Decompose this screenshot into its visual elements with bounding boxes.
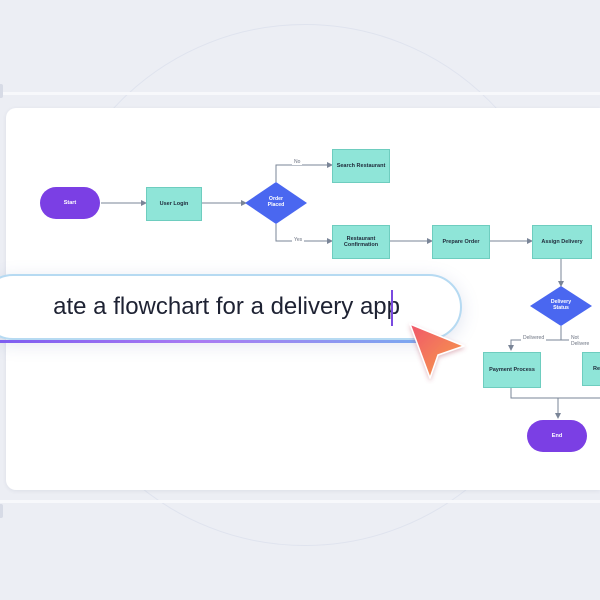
prompt-gradient-underline xyxy=(0,340,422,343)
edge-order-yes xyxy=(275,224,333,244)
prepare-order-node[interactable]: Prepare Order xyxy=(432,225,490,259)
edge-order-no xyxy=(275,162,333,182)
start-node[interactable]: Start xyxy=(40,187,100,219)
prompt-input-bubble[interactable] xyxy=(0,274,462,343)
background-stripe-top xyxy=(0,92,600,95)
user-login-node[interactable]: User Login xyxy=(146,187,202,221)
delivery-status-decision-shape xyxy=(530,286,592,326)
assign-delivery-node[interactable]: Assign Delivery xyxy=(532,225,592,259)
edge-label-no: No xyxy=(292,159,303,165)
end-node[interactable]: End xyxy=(527,420,587,452)
edge-label-yes: Yes xyxy=(292,237,305,243)
text-caret xyxy=(391,290,393,326)
search-restaurant-node[interactable]: Search Restaurant xyxy=(332,149,390,183)
payment-process-node[interactable]: Payment Process xyxy=(483,352,541,388)
restaurant-confirmation-node[interactable]: Restaurant Confirmation xyxy=(332,225,390,259)
pointer-arrow-icon xyxy=(409,323,465,379)
flowchart-connectors xyxy=(101,162,600,419)
background-stripe-bottom xyxy=(0,500,600,503)
edge-label-not-delivered: Not Delivere xyxy=(569,335,600,347)
edge-label-delivered: Delivered xyxy=(521,335,547,341)
background-left-tab-bottom xyxy=(0,504,3,518)
delivery-status-node[interactable]: Delivery Status xyxy=(550,299,572,311)
order-placed-decision-shape xyxy=(245,182,307,224)
prompt-text[interactable]: ate a flowchart for a delivery app xyxy=(53,293,400,320)
edge-payment-merge xyxy=(510,386,561,419)
background-left-tab-top xyxy=(0,84,3,98)
right-partial-node[interactable]: Re xyxy=(582,352,600,386)
order-placed-node[interactable]: Order Placed xyxy=(267,196,285,208)
